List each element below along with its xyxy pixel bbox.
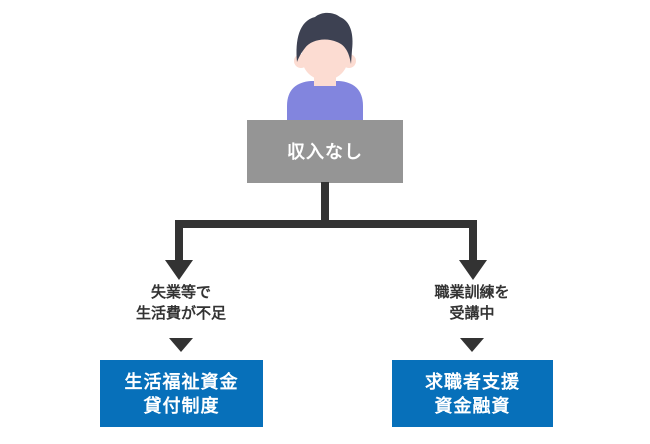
root-condition-box: 収入なし bbox=[247, 120, 403, 183]
left-result-line1: 生活福祉資金 bbox=[124, 371, 239, 392]
root-condition-label: 収入なし bbox=[287, 141, 363, 162]
connector-right-vertical bbox=[469, 220, 477, 261]
right-result-line1: 求職者支援 bbox=[425, 371, 520, 392]
connector-stem bbox=[321, 182, 329, 224]
avatar-hair-icon bbox=[296, 12, 353, 64]
connector-left-vertical bbox=[175, 220, 183, 261]
connector-horizontal bbox=[175, 220, 477, 228]
down-triangle-right-icon bbox=[460, 338, 484, 352]
arrowhead-right-icon bbox=[459, 260, 487, 280]
right-condition-line2: 受講中 bbox=[449, 305, 495, 322]
arrowhead-left-icon bbox=[165, 260, 193, 280]
left-condition-line1: 失業等で bbox=[150, 284, 211, 301]
left-result-line2: 貸付制度 bbox=[143, 395, 220, 416]
left-result-box: 生活福祉資金 貸付制度 bbox=[100, 360, 263, 427]
right-condition-text: 職業訓練を 受講中 bbox=[372, 282, 572, 324]
right-result-box: 求職者支援 資金融資 bbox=[392, 360, 553, 427]
person-avatar bbox=[287, 12, 363, 122]
left-condition-text: 失業等で 生活費が不足 bbox=[81, 282, 281, 324]
right-condition-line1: 職業訓練を bbox=[434, 284, 510, 301]
avatar-shirt-icon bbox=[287, 81, 363, 122]
right-result-line2: 資金融資 bbox=[434, 395, 511, 416]
down-triangle-left-icon bbox=[169, 338, 193, 352]
left-condition-line2: 生活費が不足 bbox=[135, 305, 226, 322]
